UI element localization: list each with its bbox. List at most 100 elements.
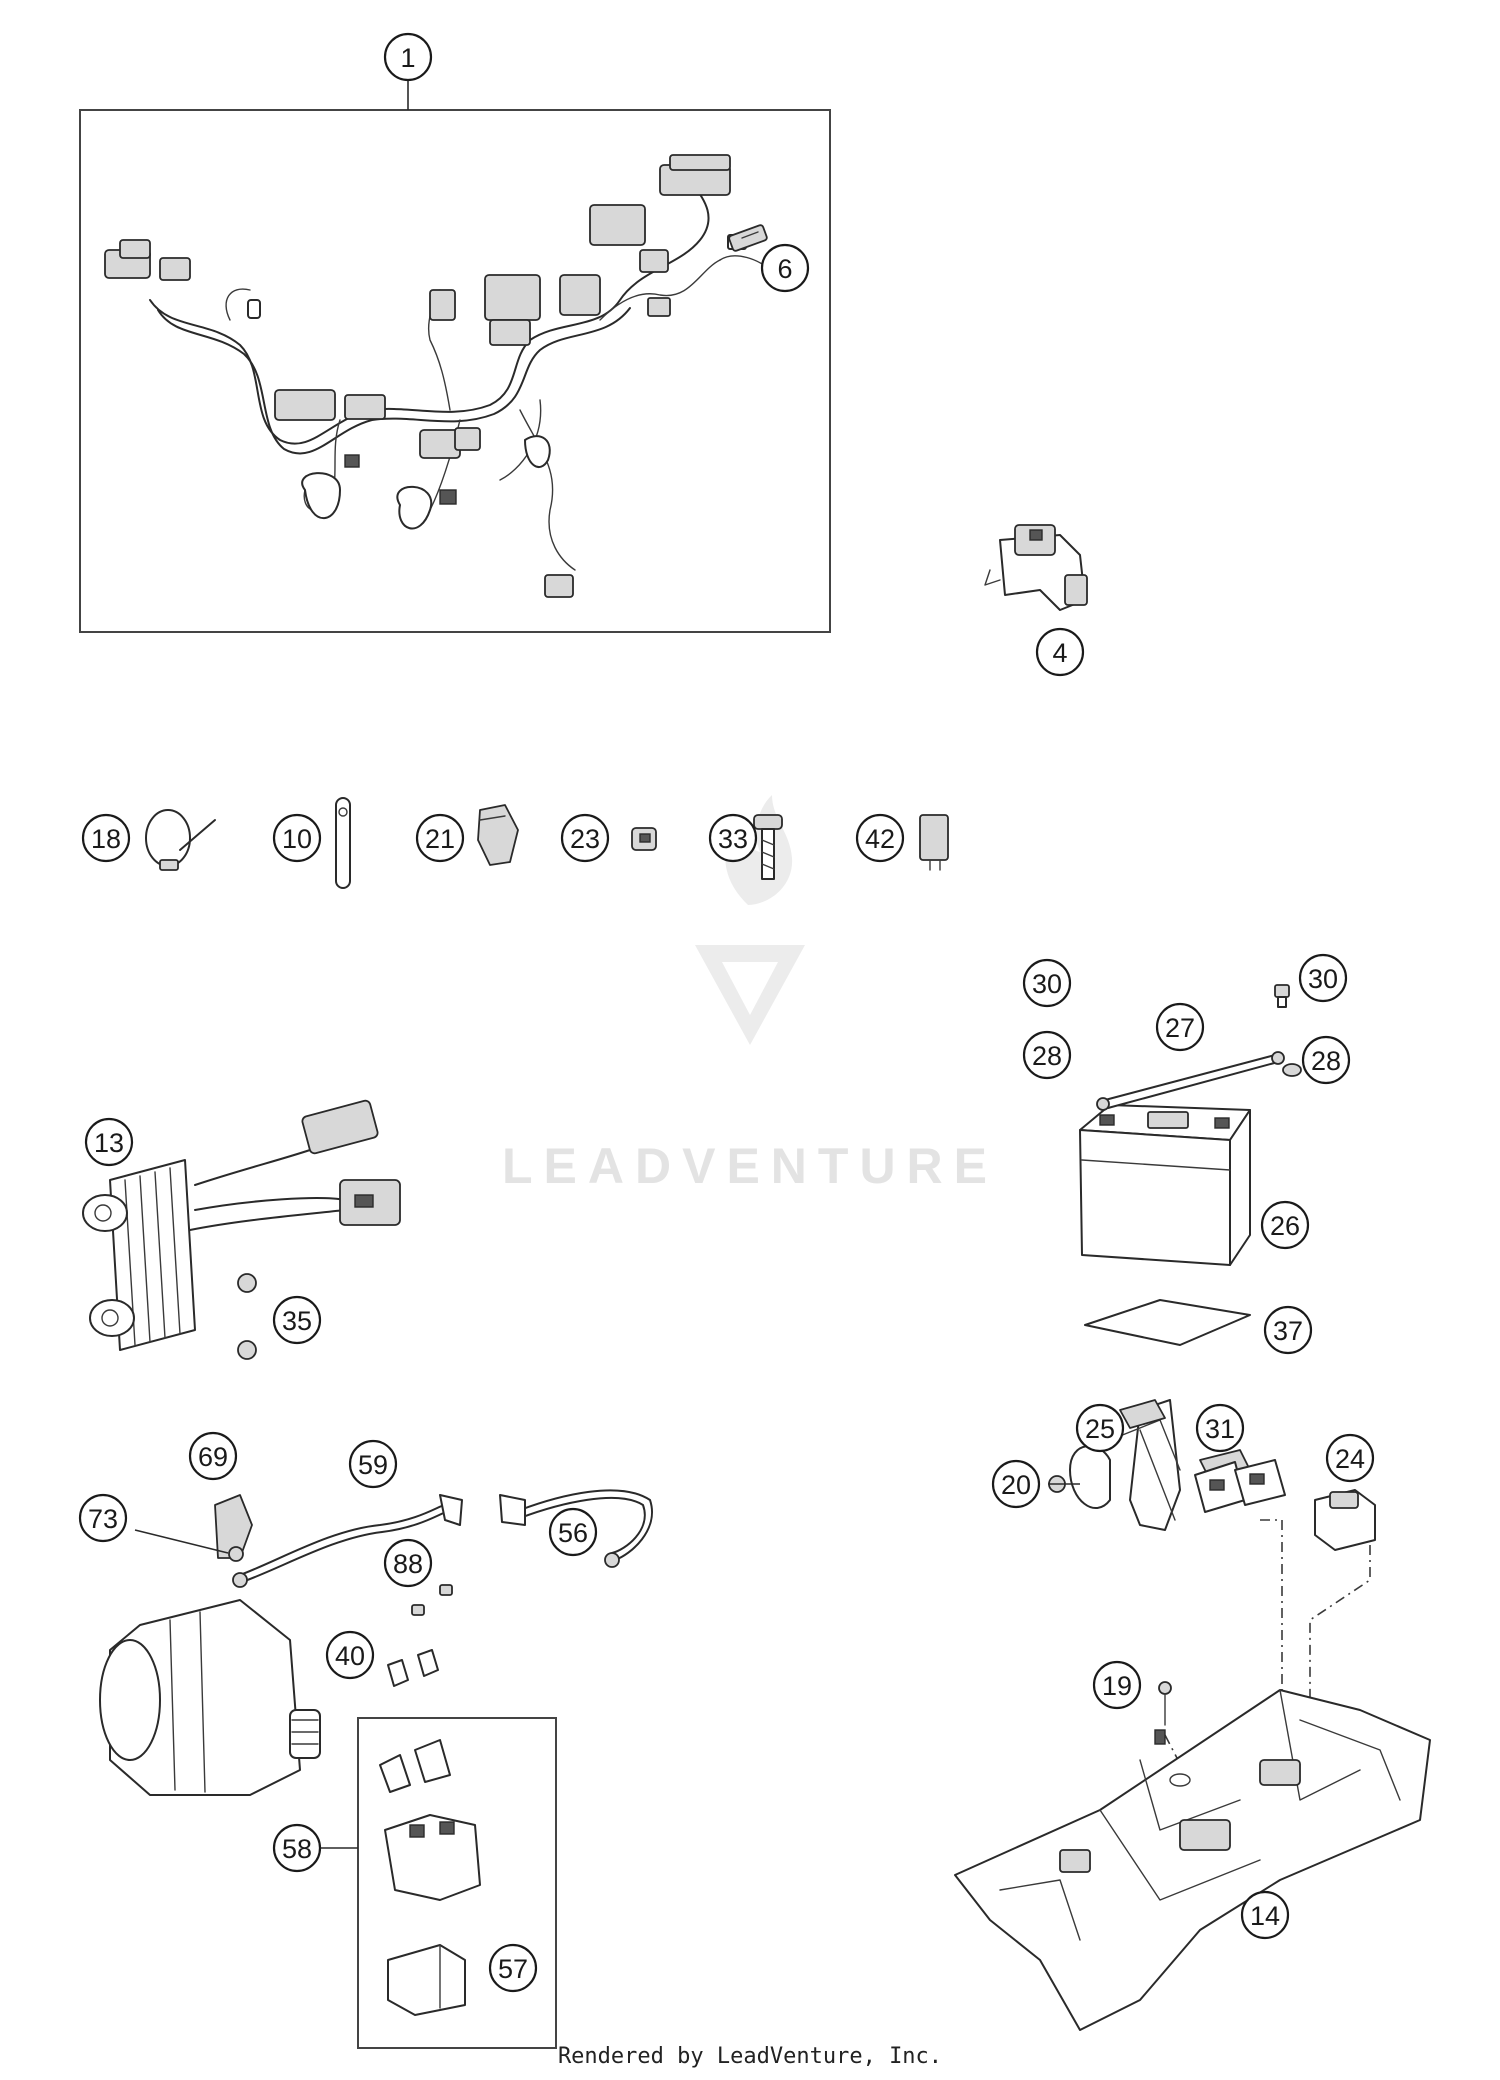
- callout-circle: [81, 813, 131, 863]
- starter-relay-box: [357, 1717, 557, 2049]
- callout-circle: [1075, 1403, 1125, 1453]
- callout-35: 35: [272, 1295, 322, 1345]
- callout-number: 1: [400, 43, 415, 73]
- starter-cable-59-part: [232, 1494, 463, 1588]
- battery-part: [1079, 1104, 1251, 1266]
- nut-part: [237, 1273, 257, 1360]
- leader-73: [134, 1529, 229, 1554]
- callout-number: 37: [1273, 1316, 1303, 1346]
- callout-number: 73: [88, 1504, 118, 1534]
- callout-14: 14: [1240, 1890, 1290, 1940]
- relay-part: [919, 814, 949, 871]
- watermark-v-icon: [695, 945, 805, 1045]
- callout-6: 6: [760, 243, 810, 293]
- callout-circle: [383, 1538, 433, 1588]
- callout-circle: [325, 1630, 375, 1680]
- callout-number: 10: [282, 824, 312, 854]
- callout-25: 25: [1075, 1403, 1125, 1453]
- callout-number: 20: [1001, 1470, 1031, 1500]
- callout-circle: [1263, 1305, 1313, 1355]
- callout-1: 1: [383, 32, 433, 82]
- callout-circle: [1301, 1035, 1351, 1085]
- callout-circle: [1155, 1002, 1205, 1052]
- clip-40-part: [387, 1649, 439, 1687]
- screw-part: [753, 814, 783, 880]
- assembly-line: [1309, 1545, 1371, 1710]
- callout-circle: [1022, 958, 1072, 1008]
- starter-motor-part: [99, 1599, 321, 1796]
- starter-relay-part: [379, 1739, 481, 1901]
- callout-57: 57: [488, 1943, 538, 1993]
- callout-number: 40: [335, 1641, 365, 1671]
- callout-number: 69: [198, 1442, 228, 1472]
- callout-number: 35: [282, 1306, 312, 1336]
- voltage-regulator-part: [82, 1099, 401, 1351]
- callout-number: 23: [570, 824, 600, 854]
- callout-circle: [488, 1943, 538, 1993]
- callout-number: 33: [718, 824, 748, 854]
- watermark-text: LEADVENTURE: [502, 1138, 998, 1194]
- callout-number: 14: [1250, 1901, 1280, 1931]
- callout-circle: [188, 1431, 238, 1481]
- callout-circle: [272, 1295, 322, 1345]
- callout-69: 69: [188, 1431, 238, 1481]
- callout-18: 18: [81, 813, 131, 863]
- assembly-line: [1260, 1519, 1283, 1710]
- rubber-boot-69-part: [214, 1494, 253, 1559]
- screw-88-part: [411, 1584, 453, 1616]
- callout-circle: [1195, 1403, 1245, 1453]
- callout-number: 30: [1032, 969, 1062, 999]
- callout-circle: [855, 813, 905, 863]
- callout-circle: [708, 813, 758, 863]
- callout-circle: [760, 243, 810, 293]
- callout-31: 31: [1195, 1403, 1245, 1453]
- rubber-cap-part: [477, 804, 519, 866]
- assembly-line: [1164, 1734, 1179, 1761]
- callout-number: 24: [1335, 1444, 1365, 1474]
- cable-tie-part: [145, 809, 216, 871]
- callout-circle: [272, 1823, 322, 1873]
- callout-19: 19: [1092, 1660, 1142, 1710]
- strap-part: [335, 797, 351, 889]
- callout-circle: [78, 1493, 128, 1543]
- callout-number: 4: [1052, 638, 1067, 668]
- callout-20: 20: [991, 1459, 1041, 1509]
- wiring-harness: [104, 154, 806, 598]
- callout-circle: [560, 813, 610, 863]
- callout-73: 73: [78, 1493, 128, 1543]
- nut-73-part: [228, 1546, 244, 1562]
- callout-13: 13: [84, 1117, 134, 1167]
- battery-pad-part: [1084, 1299, 1251, 1346]
- clip-part: [631, 827, 657, 851]
- callout-number: 27: [1165, 1013, 1195, 1043]
- callout-circle: [1325, 1433, 1375, 1483]
- watermark: LEADVENTURE: [502, 795, 998, 1194]
- callout-10: 10: [272, 813, 322, 863]
- callout-26: 26: [1260, 1200, 1310, 1250]
- battery-cable-part: [1096, 1051, 1285, 1111]
- callout-number: 56: [558, 1518, 588, 1548]
- callout-56: 56: [548, 1507, 598, 1557]
- callout-number: 6: [777, 254, 792, 284]
- callout-number: 28: [1032, 1041, 1062, 1071]
- callout-24: 24: [1325, 1433, 1375, 1483]
- callout-number: 13: [94, 1128, 124, 1158]
- callout-28: 28: [1022, 1030, 1072, 1080]
- callout-28: 28: [1301, 1035, 1351, 1085]
- callout-40: 40: [325, 1630, 375, 1680]
- callout-59: 59: [348, 1439, 398, 1489]
- callout-circle: [348, 1439, 398, 1489]
- callout-circle: [1260, 1200, 1310, 1250]
- fuse-part: [728, 224, 768, 252]
- switch-bracket-part: [984, 524, 1088, 611]
- callout-88: 88: [383, 1538, 433, 1588]
- callout-circle: [548, 1507, 598, 1557]
- callout-number: 30: [1308, 964, 1338, 994]
- callout-4: 4: [1035, 627, 1085, 677]
- callout-circle: [383, 32, 433, 82]
- screw-19-part: [1158, 1681, 1172, 1726]
- battery-box-part: [954, 1689, 1431, 2031]
- callout-circle: [272, 813, 322, 863]
- callout-58: 58: [272, 1823, 322, 1873]
